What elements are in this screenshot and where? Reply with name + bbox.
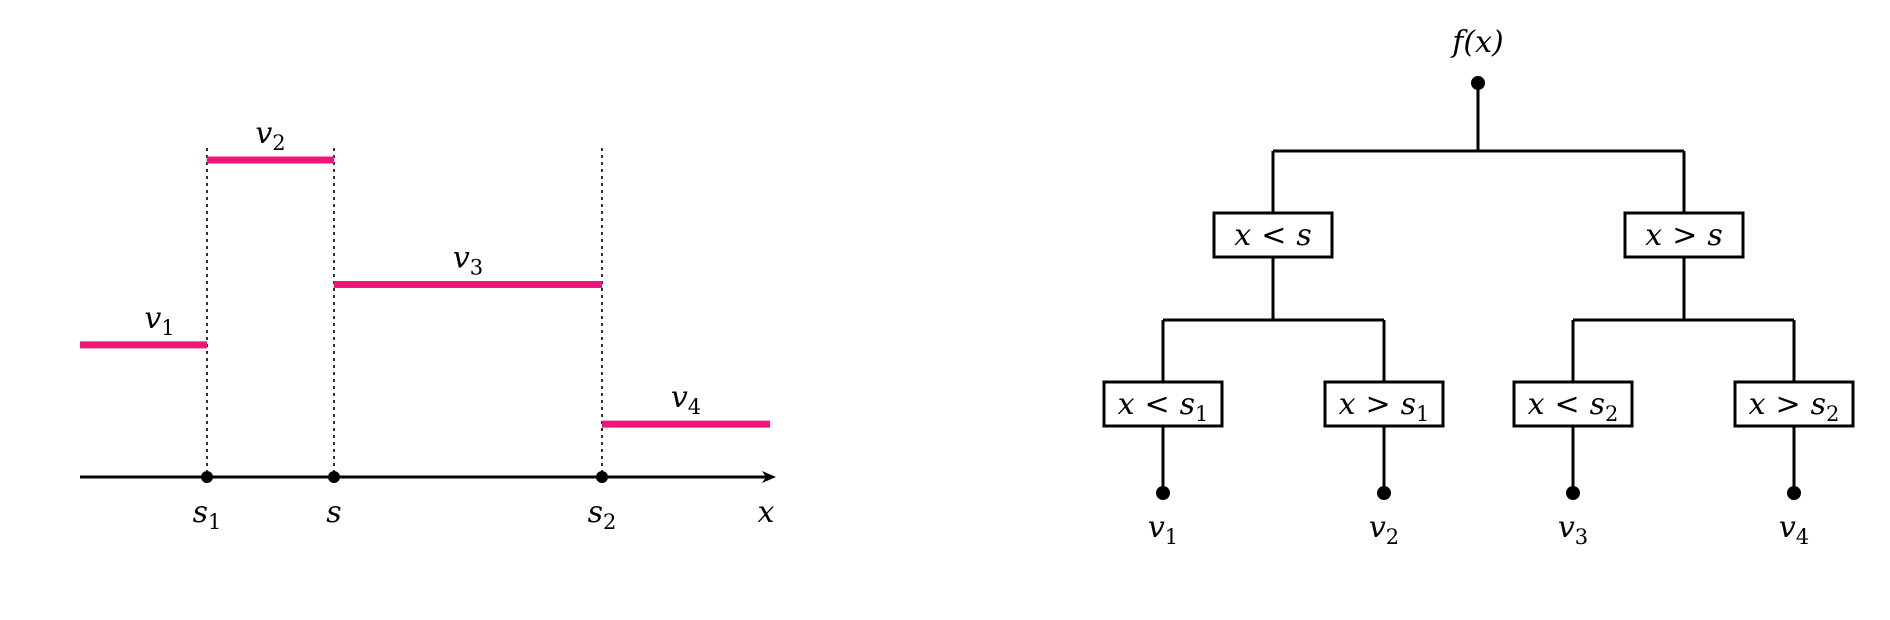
- condition-operator: <: [1145, 387, 1170, 422]
- split-node-x-lt-s-box: [1212, 211, 1334, 259]
- leaf-label-v4: v4: [1779, 510, 1809, 549]
- root-label: f(x): [1450, 25, 1503, 60]
- breakpoint-label-s2: s2: [588, 495, 617, 534]
- leaf-label-v2: v2: [1369, 510, 1399, 549]
- split-node-x-gt-s1-box: [1323, 380, 1445, 428]
- condition-operator: >: [1776, 387, 1801, 422]
- condition-variable: x: [1118, 387, 1135, 422]
- split-node-x-gt-s2: x > s2: [1749, 387, 1840, 426]
- segment-label-v4: v4: [671, 380, 701, 419]
- branch-connector: [1571, 257, 1796, 382]
- segment-symbol: v: [144, 301, 161, 336]
- condition-variable: x: [1645, 218, 1662, 253]
- split-node-x-lt-s1: x < s1: [1118, 387, 1209, 426]
- leaf-symbol: v: [1148, 510, 1165, 545]
- branch-connector: [1161, 257, 1386, 382]
- breakpoint-label-s: s: [326, 495, 341, 530]
- segment-subscript: 1: [161, 316, 174, 340]
- breakpoint-subscript: 2: [603, 510, 616, 534]
- leaf-symbol: v: [1558, 510, 1575, 545]
- breakpoint-dot: [596, 471, 608, 483]
- segment-subscript: 2: [272, 131, 285, 155]
- condition-threshold: s: [1811, 387, 1826, 422]
- leaf-node-dot: [1377, 486, 1391, 500]
- x-axis-label: x: [758, 495, 775, 530]
- split-node-x-gt-s-box: [1623, 211, 1745, 259]
- condition-variable: x: [1234, 218, 1251, 253]
- split-node-x-lt-s: x < s: [1234, 218, 1311, 253]
- condition-subscript: 2: [1605, 402, 1618, 426]
- condition-subscript: 1: [1195, 402, 1208, 426]
- condition-subscript: 2: [1826, 402, 1839, 426]
- breakpoint-dot: [328, 471, 340, 483]
- condition-threshold: s: [1401, 387, 1416, 422]
- condition-operator: >: [1366, 387, 1391, 422]
- segment-label-v3: v3: [453, 241, 483, 280]
- segment-symbol: v: [671, 380, 688, 415]
- condition-variable: x: [1749, 387, 1766, 422]
- leaf-subscript: 2: [1386, 525, 1399, 549]
- breakpoint-symbol: s: [193, 495, 208, 530]
- axis-symbol: x: [758, 495, 775, 530]
- split-node-x-gt-s2-box: [1733, 380, 1855, 428]
- leaf-label-v1: v1: [1148, 510, 1178, 549]
- condition-threshold: s: [1590, 387, 1605, 422]
- segment-subscript: 4: [688, 395, 701, 419]
- segment-subscript: 3: [470, 256, 483, 280]
- leaf-symbol: v: [1369, 510, 1386, 545]
- split-node-x-lt-s2: x < s2: [1528, 387, 1619, 426]
- leaf-subscript: 3: [1575, 525, 1588, 549]
- leaf-label-v3: v3: [1558, 510, 1588, 549]
- split-node-x-gt-s: x > s: [1645, 218, 1722, 253]
- condition-variable: x: [1528, 387, 1545, 422]
- condition-operator: <: [1261, 218, 1286, 253]
- condition-threshold: s: [1180, 387, 1195, 422]
- condition-threshold: s: [1296, 218, 1311, 253]
- root-function-text: f(x): [1450, 25, 1503, 60]
- x-axis-arrowhead: [762, 471, 776, 483]
- breakpoint-subscript: 1: [208, 510, 221, 534]
- condition-operator: >: [1672, 218, 1697, 253]
- segment-symbol: v: [255, 116, 272, 151]
- leaf-subscript: 1: [1165, 525, 1178, 549]
- leaf-subscript: 4: [1796, 525, 1809, 549]
- segment-label-v1: v1: [144, 301, 174, 340]
- breakpoint-symbol: s: [588, 495, 603, 530]
- leaf-node-dot: [1156, 486, 1170, 500]
- condition-threshold: s: [1707, 218, 1722, 253]
- leaf-node-dot: [1566, 486, 1580, 500]
- root-connector: [1271, 83, 1686, 213]
- leaf-node-dot: [1787, 486, 1801, 500]
- segment-symbol: v: [453, 241, 470, 276]
- split-node-x-gt-s1: x > s1: [1339, 387, 1430, 426]
- leaf-symbol: v: [1779, 510, 1796, 545]
- segment-label-v2: v2: [255, 116, 285, 155]
- breakpoint-dot: [201, 471, 213, 483]
- condition-operator: <: [1555, 387, 1580, 422]
- breakpoint-symbol: s: [326, 495, 341, 530]
- breakpoint-label-s1: s1: [193, 495, 222, 534]
- condition-subscript: 1: [1416, 402, 1429, 426]
- condition-variable: x: [1339, 387, 1356, 422]
